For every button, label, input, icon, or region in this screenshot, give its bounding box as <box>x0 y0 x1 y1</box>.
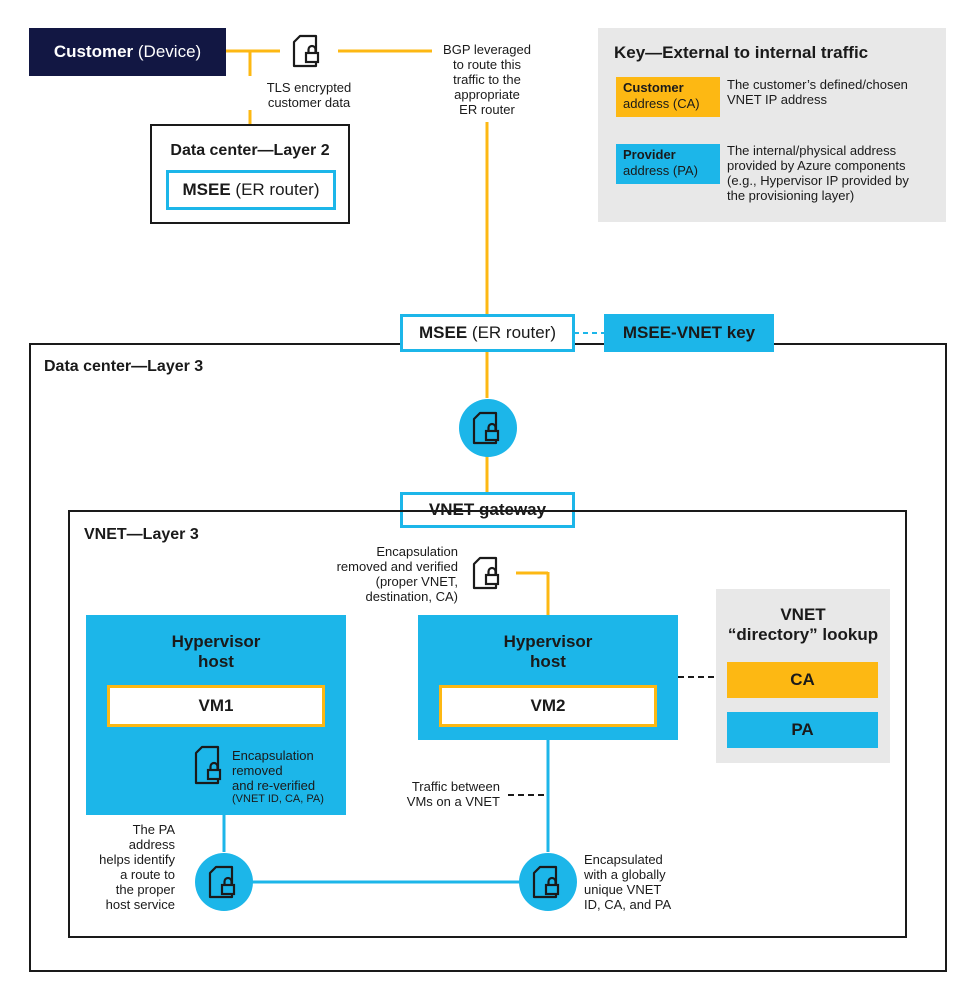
lock-document-icon <box>194 745 222 785</box>
lock-document-icon <box>519 853 577 911</box>
key-panel <box>598 28 946 222</box>
key-title: Key—External to internal traffic <box>614 43 869 62</box>
directory-ca: CA <box>727 662 878 698</box>
customer-label-bold: Customer <box>53 42 134 61</box>
dc-layer3-title: Data center—Layer 3 <box>44 358 204 375</box>
msee-layer2-box: MSEE (ER router) <box>166 170 336 210</box>
vnet-layer3-box <box>68 510 907 938</box>
directory-pa: PA <box>727 712 878 748</box>
vm1-box: VM1 <box>107 685 325 727</box>
customer-device-box: Customer (Device) <box>29 28 226 76</box>
msee-layer3-box: MSEE (ER router) <box>400 314 575 352</box>
customer-label-rest: (Device) <box>133 42 202 61</box>
msee-layer2-bold: MSEE <box>182 180 231 199</box>
dc-layer2-title: Data center—Layer 2 <box>170 142 330 159</box>
directory-title: VNET“directory” lookup <box>727 605 879 644</box>
vm2-box: VM2 <box>439 685 657 727</box>
key-pa-swatch: Provider address (PA) <box>616 144 720 184</box>
vnet-layer3-title: VNET—Layer 3 <box>84 526 199 543</box>
msee-layer2-rest: (ER router) <box>230 180 320 199</box>
msee-layer3-bold: MSEE <box>419 323 468 342</box>
lock-document-icon <box>292 34 320 68</box>
msee-layer3-rest: (ER router) <box>467 323 556 342</box>
lock-document-icon <box>195 853 253 911</box>
lock-document-icon <box>472 556 500 590</box>
lock-document-icon <box>459 399 517 457</box>
msee-vnet-key-box: MSEE-VNET key <box>604 314 774 352</box>
key-ca-swatch: Customer address (CA) <box>616 77 720 117</box>
